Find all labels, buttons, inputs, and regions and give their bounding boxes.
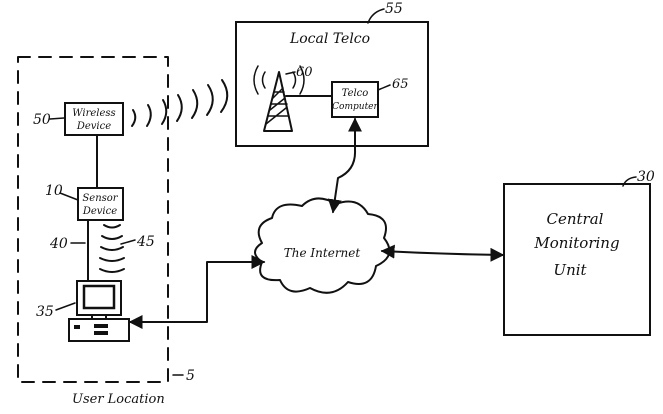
computer-base <box>69 319 129 341</box>
monitor-screen <box>84 286 114 308</box>
wire-ref: 40 <box>49 236 68 252</box>
central-monitoring-box <box>504 184 650 335</box>
sensor-wave-2 <box>102 236 122 239</box>
computer-drive-1 <box>94 324 108 328</box>
telco-computer-label-2: Computer <box>332 102 378 112</box>
user-computer-leader <box>56 303 75 310</box>
internet-user-link <box>130 262 264 322</box>
sensor-device-label-2: Device <box>82 206 117 217</box>
central-monitoring-label-2: Monitoring <box>533 234 619 252</box>
user-location-ref: 5 <box>186 368 195 384</box>
sensor-device-ref: 10 <box>45 183 63 199</box>
tower-ref: 60 <box>296 65 313 80</box>
local-telco-title: Local Telco <box>289 31 370 47</box>
sensor-signal-group: 45 <box>100 225 155 272</box>
radio-waves <box>132 80 227 126</box>
computer-drive-2 <box>94 331 108 335</box>
telco-computer-label-1: Telco <box>342 88 369 99</box>
local-telco-ref: 55 <box>385 1 403 17</box>
central-monitoring-ref: 30 <box>637 169 655 185</box>
radio-wave-5 <box>192 90 197 118</box>
user-computer-group: 35 <box>36 281 129 341</box>
wireless-device-label-1: Wireless <box>72 108 115 119</box>
radio-wave-2 <box>147 105 151 126</box>
radio-wave-1 <box>132 110 135 126</box>
sensor-device-label-1: Sensor <box>82 193 118 204</box>
wireless-device-group: Wireless Device 50 <box>33 103 123 188</box>
central-monitoring-label-3: Unit <box>553 261 587 279</box>
sensor-wave-4 <box>100 258 124 261</box>
sensor-signal-leader <box>121 240 135 244</box>
wireless-device-leader <box>50 118 64 119</box>
telco-computer-ref: 65 <box>392 77 409 92</box>
radio-wave-6 <box>207 85 213 115</box>
user-location-label: User Location <box>72 392 165 407</box>
radio-wave-7 <box>221 80 227 112</box>
wireless-device-label-2: Device <box>76 121 111 132</box>
local-telco-group: Local Telco 55 60 Telco Computer 65 <box>236 1 428 146</box>
radio-wave-3 <box>162 100 166 124</box>
wire-group: 40 <box>49 221 88 282</box>
internet-group: The Internet <box>255 198 389 292</box>
central-monitoring-label-1: Central <box>547 210 604 228</box>
sensor-signal-ref: 45 <box>136 234 155 250</box>
sensor-wave-5 <box>100 269 124 272</box>
internet-cmu-link <box>382 251 503 255</box>
local-telco-leader <box>368 9 384 23</box>
sensor-device-group: Sensor Device 10 <box>45 183 123 220</box>
radio-wave-4 <box>177 95 182 121</box>
user-computer-ref: 35 <box>36 304 54 320</box>
central-monitoring-group: Central Monitoring Unit 30 <box>504 169 655 335</box>
computer-button <box>74 325 80 329</box>
wireless-device-ref: 50 <box>33 112 51 128</box>
sensor-wave-1 <box>104 225 120 228</box>
sensor-wave-3 <box>101 247 123 250</box>
internet-label: The Internet <box>284 246 361 260</box>
